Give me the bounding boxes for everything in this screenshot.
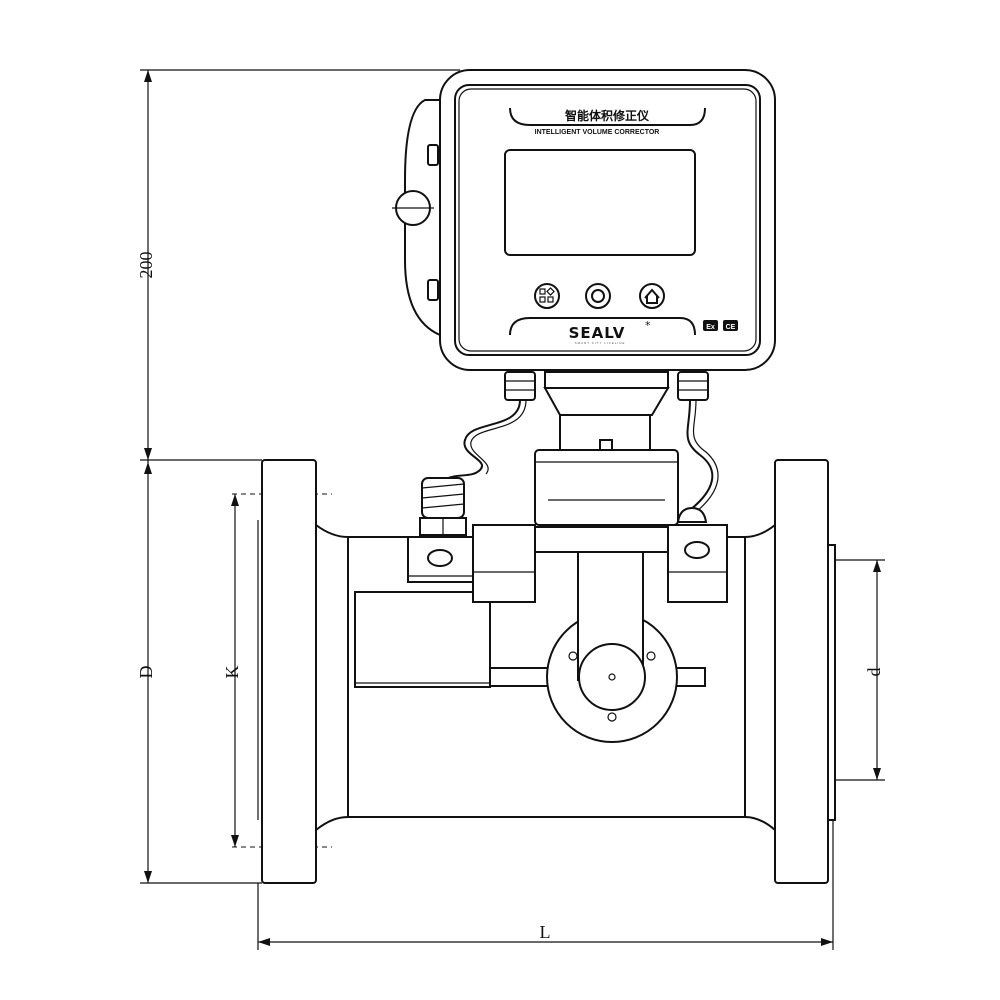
cable-gland-right-top — [677, 371, 709, 401]
ok-button[interactable] — [585, 283, 611, 309]
right-flange — [774, 459, 829, 884]
lcd-screen — [504, 149, 696, 256]
temperature-sensor-block-right — [667, 524, 728, 603]
menu-button[interactable] — [534, 283, 560, 309]
dimension-label-200: 200 — [136, 252, 156, 279]
brand-tagline: SMART CITY LIFELINE — [575, 341, 626, 345]
home-icon — [644, 288, 660, 304]
meter-neck — [534, 371, 679, 526]
dimension-label-D: D — [136, 666, 156, 679]
head-title-en: INTELLIGENT VOLUME CORRECTOR — [535, 129, 660, 136]
home-button[interactable] — [639, 283, 665, 309]
battery-box — [354, 591, 491, 688]
right-flange-face — [827, 544, 836, 821]
temperature-sensor-gland — [676, 506, 708, 523]
ce-badge-label: CE — [726, 324, 736, 331]
display-head: 智能体积修正仪 INTELLIGENT VOLUME CORRECTOR SEA… — [392, 69, 776, 371]
brand-logo: SEALV — [569, 324, 626, 342]
dimension-200: 200 — [136, 69, 460, 461]
left-flange — [261, 459, 317, 884]
dimension-L: L — [257, 820, 834, 950]
dimension-label-d: d — [864, 668, 884, 677]
dimension-D: D — [136, 460, 262, 884]
menu-icon — [539, 287, 555, 303]
cable-gland-left-top — [504, 371, 536, 401]
head-title-cn: 智能体积修正仪 — [564, 108, 650, 123]
ok-circle-icon — [591, 289, 605, 303]
pressure-sensor-gland — [419, 477, 467, 536]
ex-badge — [703, 320, 718, 331]
brand-mark: * — [645, 319, 651, 332]
rotor-assembly — [489, 536, 706, 743]
sensor-cables — [439, 399, 719, 513]
ex-badge-label: Ex — [706, 324, 715, 331]
mount-block — [472, 524, 669, 603]
pressure-sensor-block-left — [407, 536, 474, 583]
dimension-d: d — [835, 559, 885, 781]
dimension-label-L: L — [540, 922, 551, 942]
dimension-label-K: K — [222, 666, 242, 679]
ce-badge — [723, 320, 738, 331]
